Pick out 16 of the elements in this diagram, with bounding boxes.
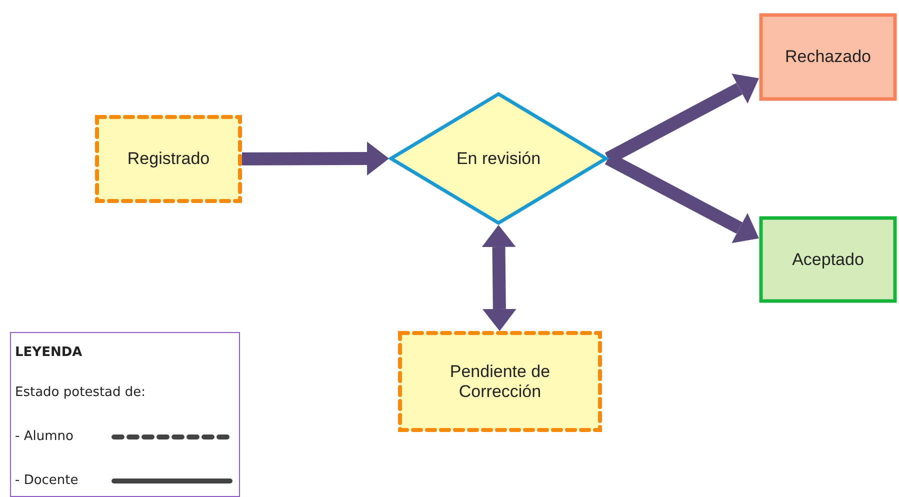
state-label: Rechazado [784,47,872,67]
state-label: Pendiente de Corrección [448,362,552,402]
state-box [398,331,602,432]
state-label: Registrado [126,149,211,169]
legend-note: Estado potestad de: [15,385,146,400]
state-box [95,115,242,203]
legend-label: - Alumno [15,429,74,444]
state-box [759,216,897,303]
state-label: Aceptado [791,250,865,270]
legend-title: LEYENDA [15,345,82,360]
state-label: En revisión [455,148,542,168]
arrow [242,142,389,176]
legend-label: - Docente [15,473,78,488]
decision-diamond [389,92,608,225]
state-box [759,13,897,101]
arrow [482,225,516,331]
